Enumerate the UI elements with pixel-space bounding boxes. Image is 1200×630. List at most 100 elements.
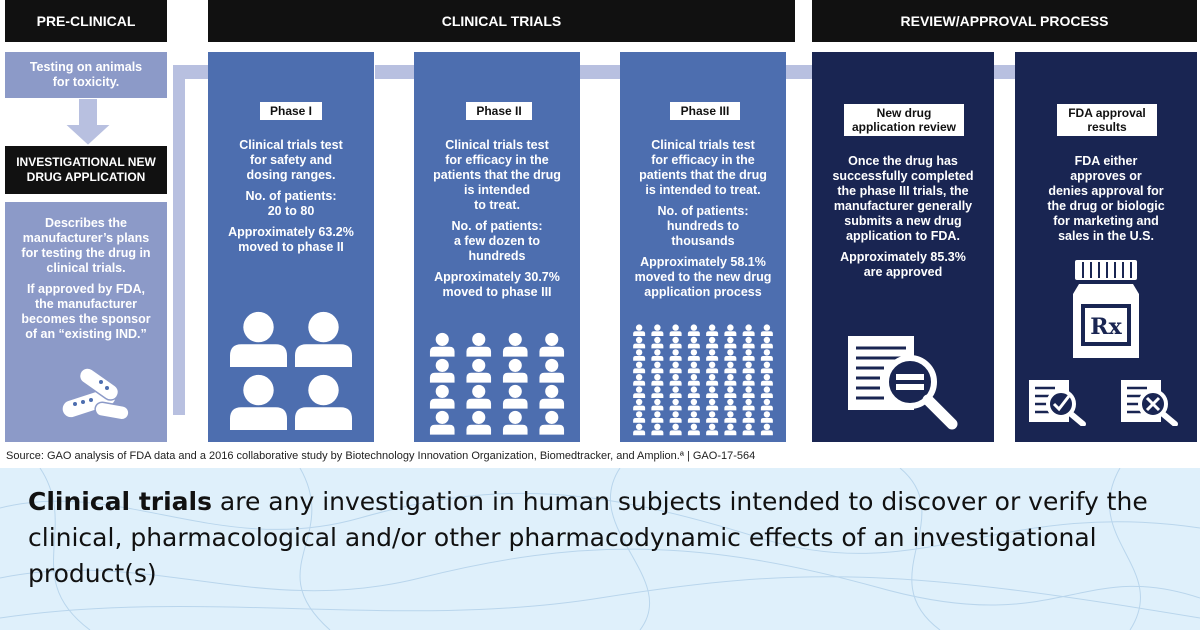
nda-approved-1: Approximately 85.3% [840, 250, 966, 264]
person-icon [502, 332, 528, 357]
phase2-title: Phase II [466, 102, 532, 120]
phase2-desc-5: to treat. [474, 198, 520, 212]
person-icon [687, 398, 700, 411]
person-icon [687, 361, 700, 374]
header-review-approval: REVIEW/APPROVAL PROCESS [812, 0, 1197, 42]
phase3-moved-3: application process [644, 285, 762, 299]
phase2-patients-2: a few dozen to [453, 234, 541, 248]
nda-title: New drug application review [844, 104, 964, 136]
nda-desc-1: Once the drug has [848, 154, 958, 168]
person-icon [669, 349, 682, 361]
network-texture [0, 468, 1200, 630]
person-icon [466, 358, 492, 383]
nda-desc-6: application to FDA. [846, 229, 960, 243]
person-icon [669, 398, 682, 411]
people-icon-grid [429, 332, 565, 435]
phase3-desc-1: Clinical trials test [651, 138, 755, 152]
person-icon [724, 374, 737, 386]
fda-desc-6: sales in the U.S. [1058, 229, 1154, 243]
phase2-desc-4: is intended [464, 183, 530, 197]
nda-desc-5: submits a new drug [844, 214, 962, 228]
person-icon [760, 324, 773, 336]
phase3-title: Phase III [670, 102, 740, 120]
phase3-desc-2: for efficacy in the [651, 153, 755, 167]
person-icon [687, 386, 700, 398]
person-icon [633, 374, 646, 386]
person-icon [687, 349, 700, 361]
caption-bold: Clinical trials [28, 487, 212, 516]
phase1-panel: Phase I Clinical trials test for safety … [208, 52, 374, 442]
person-icon [633, 423, 646, 436]
phase2-desc-3: patients that the drug [433, 168, 561, 182]
person-icon [760, 349, 773, 361]
person-icon [539, 332, 565, 357]
phase2-patients-1: No. of patients: [451, 219, 543, 233]
person-icon [295, 311, 352, 367]
person-icon [687, 374, 700, 386]
person-icon [724, 411, 737, 423]
fda-title-1: FDA approval [1068, 106, 1146, 120]
fda-desc-5: for marketing and [1053, 214, 1159, 228]
person-icon [742, 398, 755, 411]
approved-line-3: becomes the sponsor [21, 312, 151, 326]
person-icon [633, 411, 646, 423]
describes-line-4: clinical trials. [46, 261, 126, 275]
approve-check-icon [1029, 380, 1086, 426]
person-icon [651, 349, 664, 361]
phase3-desc-3: patients that the drug [639, 168, 767, 182]
phase2-moved-1: Approximately 30.7% [434, 270, 560, 284]
people-icon-grid [230, 311, 352, 430]
nda-desc-2: successfully completed [832, 169, 974, 183]
nda-desc-4: manufacturer generally [833, 199, 973, 213]
person-icon [429, 358, 455, 383]
person-icon [669, 423, 682, 436]
nda-title-2: application review [851, 120, 957, 134]
person-icon [651, 361, 664, 374]
person-icon [706, 324, 719, 336]
phase1-title: Phase I [260, 102, 322, 120]
fda-desc-2: approves or [1070, 169, 1142, 183]
person-icon [760, 411, 773, 423]
caption-rest: are any investigation in human subjects … [28, 487, 1148, 588]
person-icon [724, 336, 737, 349]
rx-bottle-icon [1073, 260, 1139, 358]
phase1-moved-2: moved to phase II [238, 240, 344, 254]
phase3-moved-1: Approximately 58.1% [640, 255, 766, 269]
person-icon [724, 423, 737, 436]
rx-label: Rx [1090, 314, 1122, 340]
fda-title-2: results [1087, 120, 1127, 134]
person-icon [760, 361, 773, 374]
person-icon [633, 349, 646, 361]
person-icon [651, 411, 664, 423]
testing-line-2: for toxicity. [52, 75, 120, 89]
person-icon [724, 349, 737, 361]
person-icon [502, 410, 528, 435]
nda-panel: New drug application review Once the dru… [812, 52, 994, 442]
person-icon [687, 423, 700, 436]
person-icon [669, 411, 682, 423]
fda-desc-1: FDA either [1074, 154, 1138, 168]
person-icon [706, 386, 719, 398]
person-icon [651, 324, 664, 336]
person-icon [230, 311, 287, 367]
people-icon-grid [633, 324, 773, 436]
person-icon [706, 423, 719, 436]
phase2-panel: Phase II Clinical trials test for effica… [414, 52, 580, 442]
ind-description-box: Describes the manufacturer’s plans for t… [5, 202, 167, 442]
person-icon [760, 398, 773, 411]
phase3-patients-3: thousands [671, 234, 735, 248]
person-icon [230, 374, 287, 430]
approved-line-4: of an “existing IND.” [25, 327, 147, 341]
ind-title-box: INVESTIGATIONAL NEW DRUG APPLICATION [5, 146, 167, 194]
phase1-patients-1: No. of patients: [245, 189, 337, 203]
pills-icon [61, 367, 130, 421]
describes-line-1: Describes the [45, 216, 127, 230]
person-icon [724, 398, 737, 411]
ind-title-line-1: INVESTIGATIONAL NEW [16, 155, 156, 169]
person-icon [669, 374, 682, 386]
person-icon [669, 386, 682, 398]
person-icon [706, 349, 719, 361]
phase1-desc-1: Clinical trials test [239, 138, 343, 152]
person-icon [502, 384, 528, 409]
document-magnifier-icon [848, 336, 958, 430]
